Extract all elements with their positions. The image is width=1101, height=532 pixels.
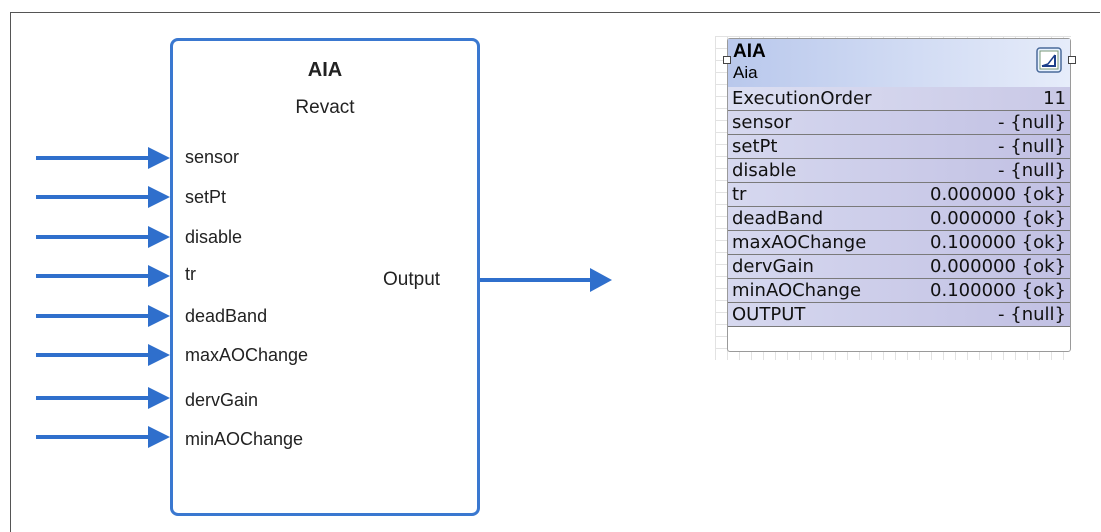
property-name: deadBand [732, 208, 824, 229]
block-title: AIA [307, 59, 343, 81]
aia-function-block[interactable]: AIA Revact sensor setPt disable tr deadB… [170, 38, 480, 516]
property-name: sensor [732, 112, 792, 133]
input-pin-minaochange: minAOChange [185, 429, 304, 449]
input-pin-disable: disable [185, 227, 243, 247]
property-row-setpt[interactable]: setPt - {null} [728, 135, 1070, 159]
input-arrow-deadband [36, 305, 170, 327]
property-row-disable[interactable]: disable - {null} [728, 159, 1070, 183]
property-name: tr [732, 184, 747, 205]
property-rows: ExecutionOrder 11 sensor - {null} setPt - {nu… [728, 87, 1070, 327]
input-arrow-minaochange [36, 426, 170, 448]
property-value: 11 [1043, 88, 1066, 109]
property-row-tr[interactable]: tr 0.000000 {ok} [728, 183, 1070, 207]
input-pin-sensor: sensor [185, 147, 240, 167]
diagram-frame [10, 12, 1100, 532]
property-value: 0.100000 {ok} [930, 280, 1066, 301]
input-arrow-disable [36, 226, 170, 248]
property-row-sensor[interactable]: sensor - {null} [728, 111, 1070, 135]
block-subtitle: Revact [295, 97, 355, 118]
property-name: OUTPUT [732, 304, 806, 325]
property-value: - {null} [998, 160, 1066, 181]
input-pin-setpt: setPt [185, 187, 227, 207]
property-name: minAOChange [732, 280, 862, 301]
input-arrow-tr [36, 265, 170, 287]
property-value: 0.000000 {ok} [930, 184, 1066, 205]
property-name: setPt [732, 136, 778, 157]
property-name: dervGain [732, 256, 814, 277]
property-row-executionorder[interactable]: ExecutionOrder 11 [728, 87, 1070, 111]
property-row-dervgain[interactable]: dervGain 0.000000 {ok} [728, 255, 1070, 279]
property-name: disable [732, 160, 797, 181]
property-name: ExecutionOrder [732, 88, 872, 109]
property-value: - {null} [998, 304, 1066, 325]
input-arrow-setpt [36, 186, 170, 208]
property-row-maxaochange[interactable]: maxAOChange 0.100000 {ok} [728, 231, 1070, 255]
input-arrow-maxaochange [36, 344, 170, 366]
property-value: 0.100000 {ok} [930, 232, 1066, 253]
component-left-handle[interactable] [723, 56, 731, 64]
property-row-deadband[interactable]: deadBand 0.000000 {ok} [728, 207, 1070, 231]
property-value: - {null} [998, 112, 1066, 133]
property-value: 0.000000 {ok} [930, 208, 1066, 229]
input-pin-tr: tr [185, 264, 196, 284]
output-pin: Output [383, 269, 441, 290]
chart-icon[interactable] [1036, 47, 1062, 73]
property-name: maxAOChange [732, 232, 867, 253]
component-header[interactable]: AIA Aia [728, 39, 1070, 88]
property-value: - {null} [998, 136, 1066, 157]
input-pin-dervgain: dervGain [185, 390, 259, 410]
component-subtitle: Aia [733, 63, 758, 82]
input-arrow-sensor [36, 147, 170, 169]
input-pin-deadband: deadBand [185, 306, 268, 326]
property-row-minaochange[interactable]: minAOChange 0.100000 {ok} [728, 279, 1070, 303]
component-right-handle[interactable] [1068, 56, 1076, 64]
component-title: AIA [733, 41, 766, 62]
input-pin-maxaochange: maxAOChange [185, 345, 309, 365]
input-arrow-dervgain [36, 387, 170, 409]
output-arrow [480, 268, 612, 292]
property-value: 0.000000 {ok} [930, 256, 1066, 277]
property-row-output[interactable]: OUTPUT - {null} [728, 303, 1070, 327]
